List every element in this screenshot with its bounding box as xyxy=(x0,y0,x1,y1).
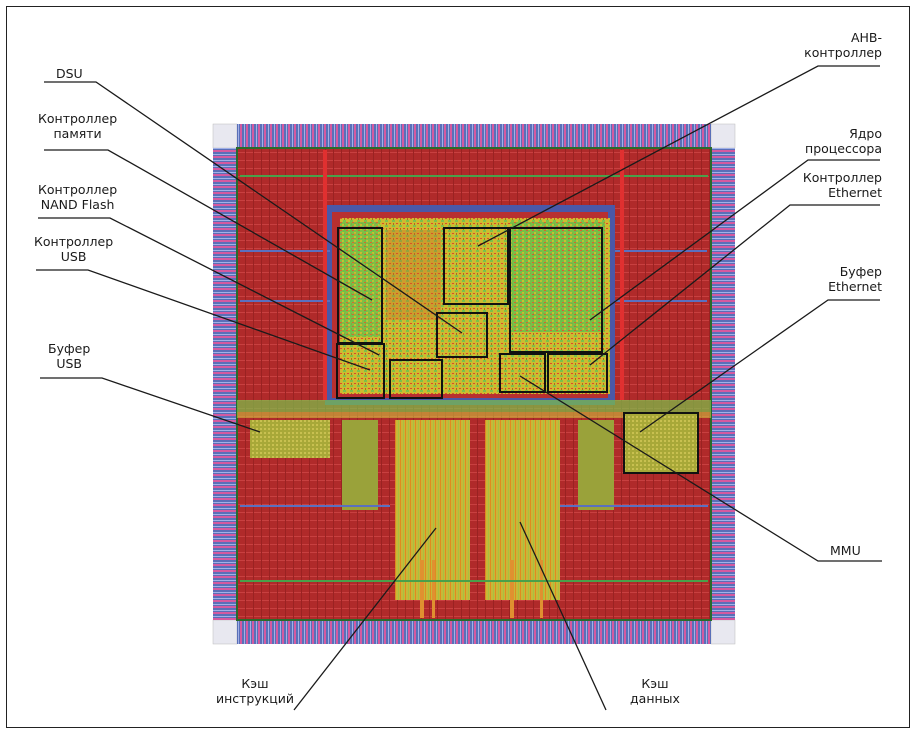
figure-frame xyxy=(6,6,910,728)
eth-ctrl-leader xyxy=(589,204,880,366)
label-usb-ctrl: Контроллер USB xyxy=(34,234,114,264)
usb-ctrl-leader xyxy=(36,269,371,371)
usb-buf-leader xyxy=(40,377,261,433)
label-ahb-ctrl: AHB- контроллер xyxy=(804,30,882,60)
cpu-core-block xyxy=(509,227,603,353)
leader-lines xyxy=(36,65,882,711)
io-ring xyxy=(213,124,735,644)
ahb-ctrl-leader xyxy=(477,65,880,247)
eth-buf-block xyxy=(623,412,699,474)
mmu-leader xyxy=(519,375,882,562)
nand-ctrl-leader xyxy=(38,217,380,356)
label-dcache: Кэш данных xyxy=(630,676,680,706)
label-nand-ctrl: Контроллер NAND Flash xyxy=(38,182,118,212)
dsu-leader xyxy=(44,81,463,334)
usb-ctrl-block xyxy=(336,343,385,399)
label-eth-ctrl: Контроллер Ethernet xyxy=(802,170,882,200)
ahb-ctrl-block xyxy=(443,227,509,305)
label-usb-buf: Буфер USB xyxy=(48,341,91,371)
die-core xyxy=(236,147,712,621)
label-dsu: DSU xyxy=(56,66,83,81)
mem-ctrl-leader xyxy=(44,149,373,301)
label-icache: Кэш инструкций xyxy=(215,676,295,706)
nand-ctrl-block xyxy=(389,359,443,399)
label-eth-buf: Буфер Ethernet xyxy=(828,264,882,294)
eth-ctrl-block xyxy=(547,353,608,393)
dcache-leader xyxy=(519,521,607,711)
block-outlines xyxy=(336,227,699,474)
label-mmu: MMU xyxy=(830,543,861,558)
icache-leader xyxy=(293,527,437,711)
mmu-block xyxy=(499,353,546,393)
eth-buf-leader xyxy=(639,299,880,433)
cpu-core-leader xyxy=(589,159,880,321)
label-cpu-core: Ядро процессора xyxy=(805,126,882,156)
label-mem-ctrl: Контроллер памяти xyxy=(38,111,118,141)
dsu-block xyxy=(436,312,488,358)
